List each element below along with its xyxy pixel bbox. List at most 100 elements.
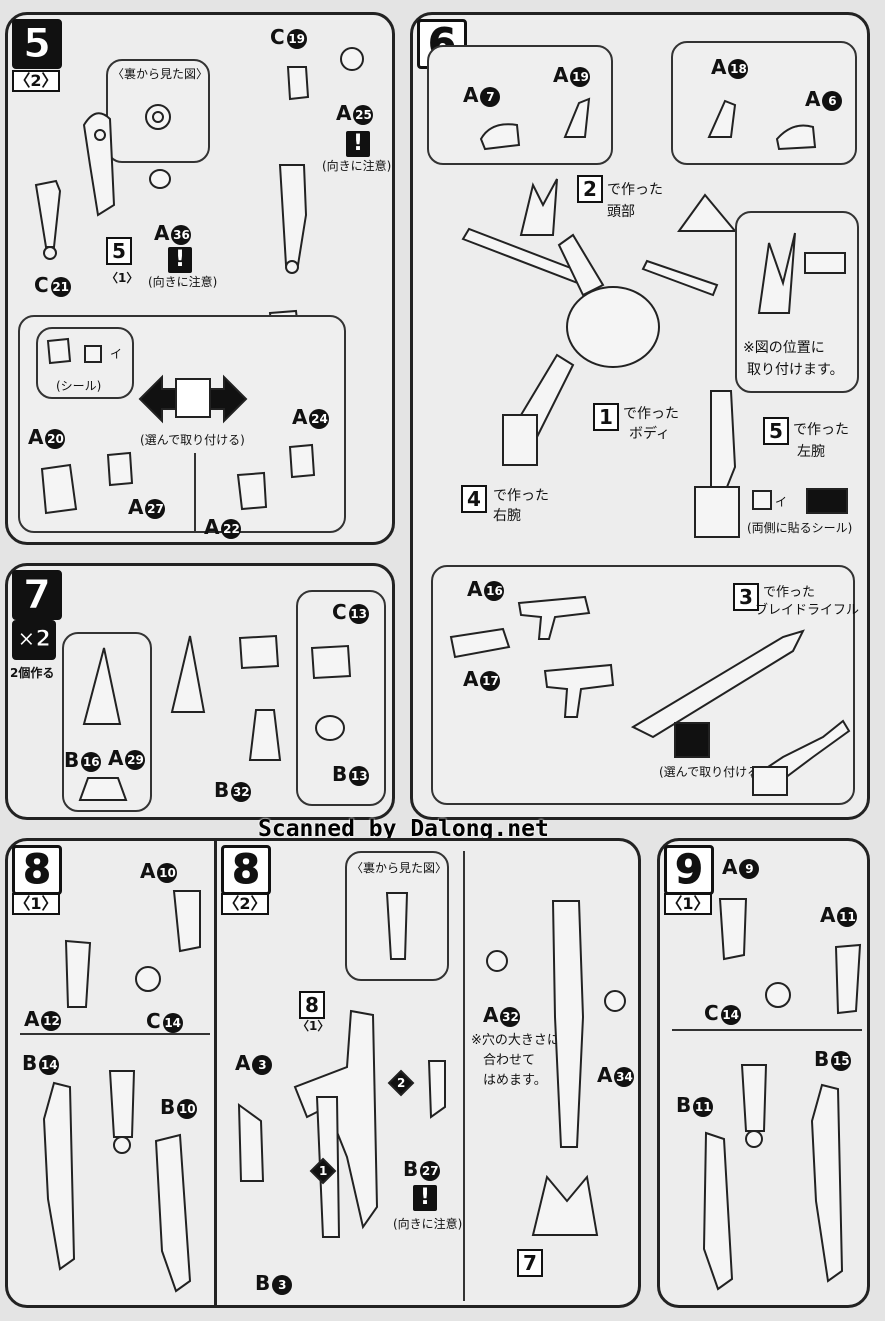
step8a-b14-frame-icon bbox=[42, 1081, 76, 1271]
step8b-ref: 8 bbox=[299, 991, 325, 1019]
step9-a9-part-icon bbox=[718, 898, 748, 961]
step5-orient-note: (向きに注意) bbox=[148, 275, 218, 289]
step7-c13-part-icon bbox=[310, 644, 352, 680]
hole-note-1: ※穴の大きさに bbox=[471, 1033, 560, 1048]
head-ref: 2 bbox=[577, 175, 603, 203]
v-fin-icon bbox=[677, 193, 738, 232]
step8b-order-1: 1 bbox=[319, 1164, 328, 1178]
both-sides-sticker-id: イ bbox=[775, 495, 788, 509]
back-view-part-icon bbox=[145, 104, 171, 130]
sticker-id: イ bbox=[110, 347, 123, 361]
step8b-lower-leg-icon bbox=[551, 900, 585, 1148]
hand-holding-icon bbox=[751, 719, 851, 796]
step8b-back-view-icon bbox=[385, 892, 409, 960]
hole-note-2: 合わせて bbox=[483, 1053, 536, 1068]
step5-warning-icon: ! bbox=[168, 247, 192, 273]
step5-a25-part-icon bbox=[340, 47, 364, 71]
step8b-leg-assembly-icon bbox=[293, 1009, 379, 1238]
step8a-a10-part-icon bbox=[172, 890, 201, 953]
step8b-order-2: 2 bbox=[397, 1076, 406, 1090]
step6-number: 6 bbox=[417, 19, 467, 69]
step7-b32-part-icon bbox=[248, 709, 282, 761]
back-view-bubble: 〈裏から見た図〉 bbox=[106, 59, 210, 163]
step8b-ref-sub: 〈1〉 bbox=[297, 1019, 330, 1033]
sticker-bubble: イ (シール) bbox=[36, 327, 134, 399]
step5-warning-icon-2: ! bbox=[346, 131, 370, 157]
hole-note-3: はめます。 bbox=[483, 1073, 547, 1088]
step8b-divider bbox=[463, 851, 465, 1301]
larm-label: 左腕 bbox=[797, 444, 825, 460]
step9-sub: 〈1〉 bbox=[664, 893, 712, 915]
robot-head-icon bbox=[519, 178, 558, 236]
step8b-order-1-icon bbox=[309, 1157, 337, 1185]
step8a-sub: 〈1〉 bbox=[12, 893, 60, 915]
position-note-1: ※図の位置に bbox=[743, 340, 825, 356]
step6-a16-part-icon bbox=[517, 595, 591, 640]
head-note: で作った bbox=[607, 182, 663, 198]
step7-b16-part-icon bbox=[82, 647, 122, 725]
step6-a18-part-icon bbox=[707, 99, 737, 138]
step8b-order-2-icon bbox=[387, 1069, 415, 1097]
step7-b13-part-icon bbox=[315, 715, 345, 741]
step5-forearm-icon bbox=[278, 164, 308, 274]
step7-make-two: 2個作る bbox=[10, 666, 55, 680]
body-ref: 1 bbox=[593, 403, 619, 431]
robot-body-assembly-icon bbox=[461, 227, 719, 466]
body-label: ボディ bbox=[629, 426, 671, 442]
step6-a17-part-icon bbox=[449, 627, 511, 659]
detail-bubble: ※図の位置に 取り付けます。 bbox=[735, 211, 859, 393]
step5-a36-part-icon bbox=[149, 169, 171, 189]
step5-upper-arm-icon bbox=[82, 112, 116, 217]
step5-choose-note: (選んで取り付ける) bbox=[140, 433, 245, 447]
step7-joint-icon bbox=[238, 634, 280, 670]
step6-a6-part-icon bbox=[775, 124, 817, 151]
step5-a27-part-icon bbox=[106, 451, 134, 487]
step5-sub: 〈2〉 bbox=[12, 70, 60, 92]
detail-head-icon bbox=[757, 232, 846, 314]
step5-a22-hand-icon bbox=[236, 471, 268, 511]
step8b-back-view-bubble: 〈裏から見た図〉 bbox=[345, 851, 449, 981]
larm-ref: 5 bbox=[763, 417, 789, 445]
position-note-2: 取り付けます。 bbox=[747, 362, 844, 378]
step6-a7-part-icon bbox=[479, 123, 521, 151]
sticker-label: (シール) bbox=[56, 379, 102, 393]
back-view-label: 〈裏から見た図〉 bbox=[112, 67, 209, 81]
step5-c21-part-icon bbox=[34, 179, 62, 260]
step8b-foot-icon bbox=[531, 1174, 599, 1236]
rifle-label: ブレイドライフル bbox=[755, 603, 860, 618]
rarm-ref: 4 bbox=[461, 485, 487, 513]
step7-multiplier: ×2 bbox=[12, 620, 56, 660]
step9-a11-part-icon bbox=[834, 943, 862, 1015]
step5-a24-part-icon bbox=[288, 443, 316, 479]
step9-number: 9 bbox=[664, 845, 714, 895]
both-sides-note: (両側に貼るシール) bbox=[747, 521, 853, 535]
step5-ref-sub: 〈1〉 bbox=[106, 271, 139, 285]
left-arm-icon bbox=[694, 390, 740, 538]
step8b-ref-7: 7 bbox=[517, 1249, 543, 1277]
step8a-divider bbox=[20, 1033, 210, 1035]
